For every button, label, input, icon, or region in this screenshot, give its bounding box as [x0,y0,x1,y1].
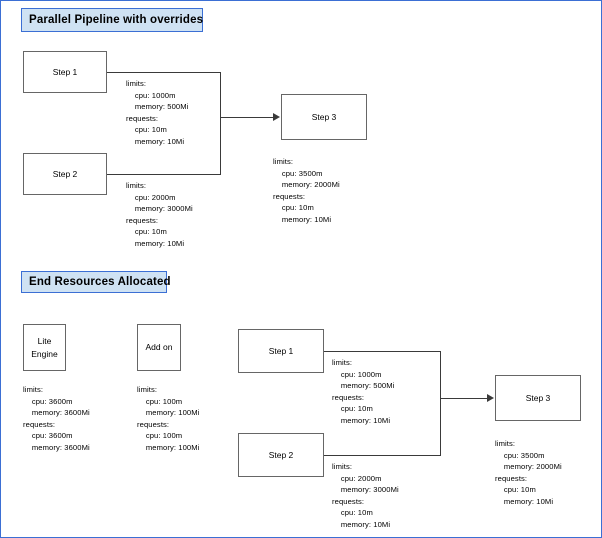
node-bottom-step3: Step 3 [495,375,581,421]
node-top-step2: Step 2 [23,153,107,195]
spec-add-on: limits: cpu: 100m memory: 100Mi requests… [137,385,200,452]
node-label: Step 3 [525,392,551,403]
node-label: Add on [145,342,173,353]
spec-top-step2: limits: cpu: 2000m memory: 3000Mi reques… [126,181,193,248]
section-banner-label: End Resources Allocated [29,276,171,288]
connector-top-step2-horizontal [107,174,220,175]
node-label: Step 1 [52,66,78,77]
connector-bottom-to-step3 [440,398,488,399]
node-add-on: Add on [137,324,181,371]
spec-top-step3: limits: cpu: 3500m memory: 2000Mi reques… [273,157,340,224]
connector-top-merge-vertical [220,72,221,175]
node-lite-engine: Lite Engine [23,324,66,371]
node-label: Lite Engine [31,336,58,359]
connector-bottom-step2-horizontal [324,455,440,456]
connector-top-step1-horizontal [107,72,220,73]
arrowhead-top-step3 [273,113,280,121]
spec-bottom-step1: limits: cpu: 1000m memory: 500Mi request… [332,358,395,425]
connector-top-to-step3 [220,117,274,118]
node-label: Step 2 [268,449,294,460]
connector-bottom-merge-vertical [440,351,441,456]
spec-top-step1: limits: cpu: 1000m memory: 500Mi request… [126,79,189,146]
section-banner-parallel-pipeline: Parallel Pipeline with overrides [21,8,203,32]
spec-bottom-step2: limits: cpu: 2000m memory: 3000Mi reques… [332,462,399,529]
node-top-step3: Step 3 [281,94,367,140]
arrowhead-bottom-step3 [487,394,494,402]
connector-bottom-step1-horizontal [324,351,440,352]
node-bottom-step2: Step 2 [238,433,324,477]
node-label: Step 2 [52,168,78,179]
node-bottom-step1: Step 1 [238,329,324,373]
section-banner-end-resources: End Resources Allocated [21,271,171,293]
spec-bottom-step3: limits: cpu: 3500m memory: 2000Mi reques… [495,439,562,506]
spec-lite-engine: limits: cpu: 3600m memory: 3600Mi reques… [23,385,90,452]
node-top-step1: Step 1 [23,51,107,93]
node-label: Step 3 [311,111,337,122]
node-label: Step 1 [268,345,294,356]
section-banner-label: Parallel Pipeline with overrides [29,14,204,26]
